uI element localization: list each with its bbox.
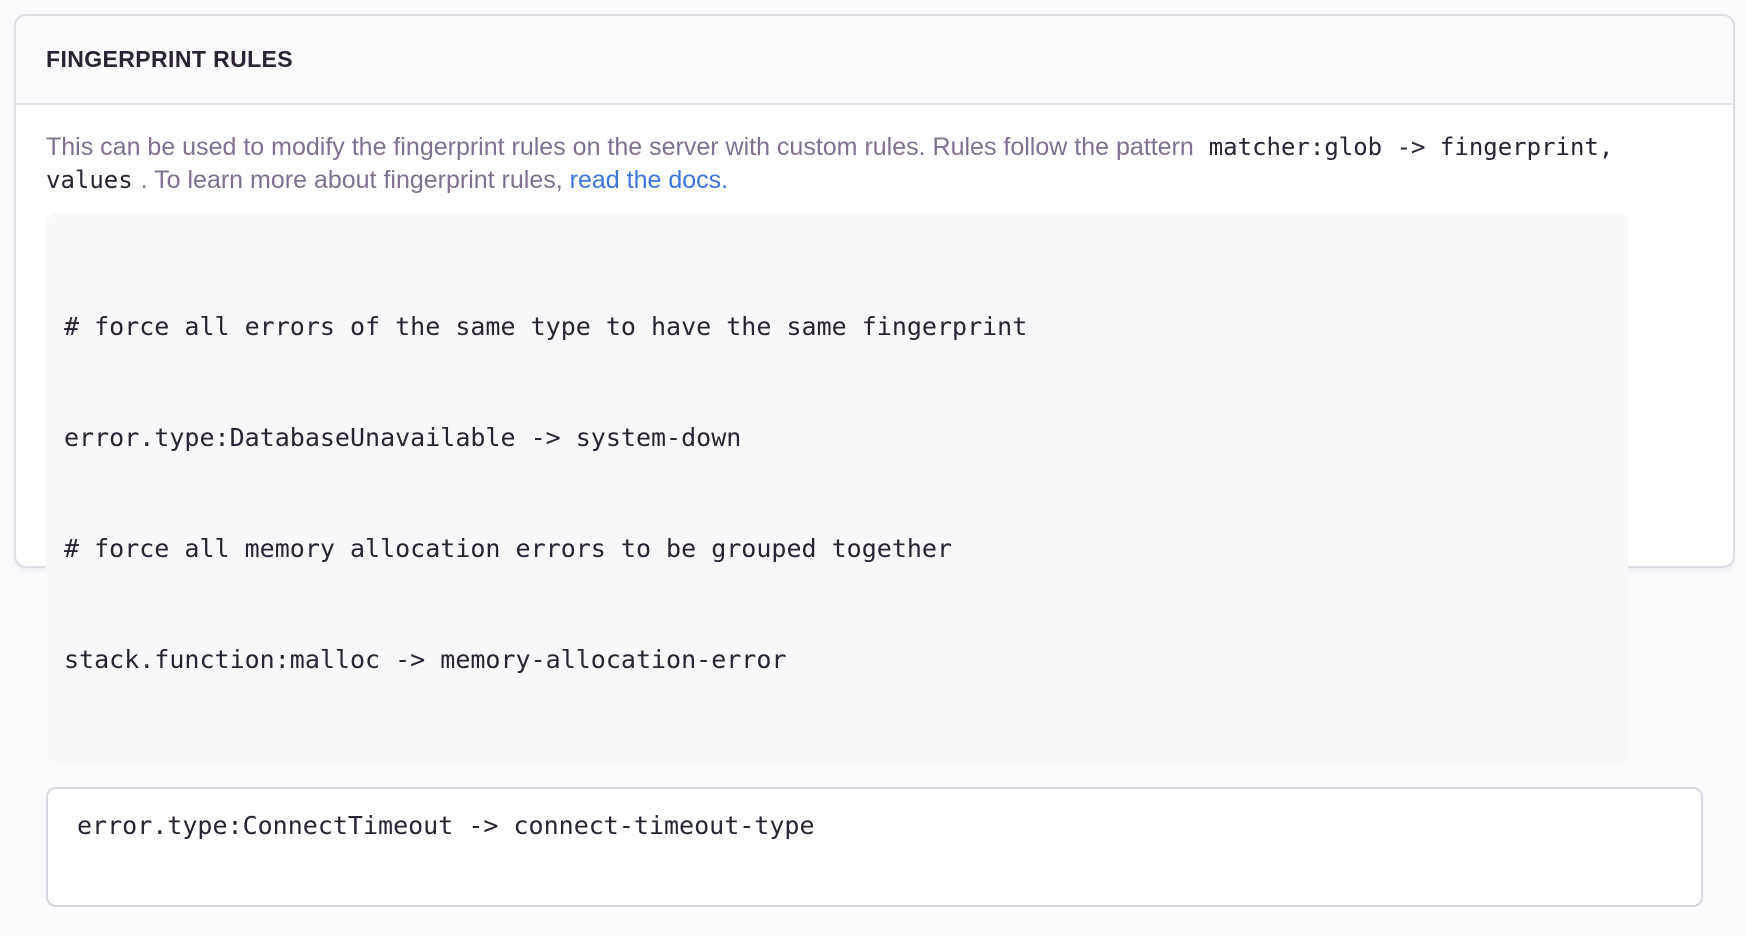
code-example-line: # force all errors of the same type to h… bbox=[64, 312, 1028, 341]
code-example-block: # force all errors of the same type to h… bbox=[46, 213, 1628, 765]
description-after-code: . To learn more about fingerprint rules, bbox=[140, 166, 563, 194]
pattern-inline-code: matcher:glob -> fingerprint, values bbox=[46, 133, 1614, 194]
panel-title: FINGERPRINT RULES bbox=[46, 46, 294, 72]
fingerprint-rules-panel: FINGERPRINT RULES This can be used to mo… bbox=[14, 14, 1735, 907]
code-example-line: stack.function:malloc -> memory-allocati… bbox=[64, 645, 787, 674]
fingerprint-rules-input[interactable]: error.type:ConnectTimeout -> connect-tim… bbox=[46, 787, 1703, 907]
code-example-line: error.type:DatabaseUnavailable -> system… bbox=[64, 423, 742, 452]
description-before-code: This can be used to modify the fingerpri… bbox=[46, 133, 1194, 161]
panel-body: This can be used to modify the fingerpri… bbox=[16, 105, 1733, 936]
description-text: This can be used to modify the fingerpri… bbox=[46, 131, 1703, 197]
code-example-line: # force all memory allocation errors to … bbox=[64, 534, 953, 563]
read-the-docs-link[interactable]: read the docs. bbox=[569, 166, 729, 194]
panel-header: FINGERPRINT RULES bbox=[16, 16, 1733, 105]
